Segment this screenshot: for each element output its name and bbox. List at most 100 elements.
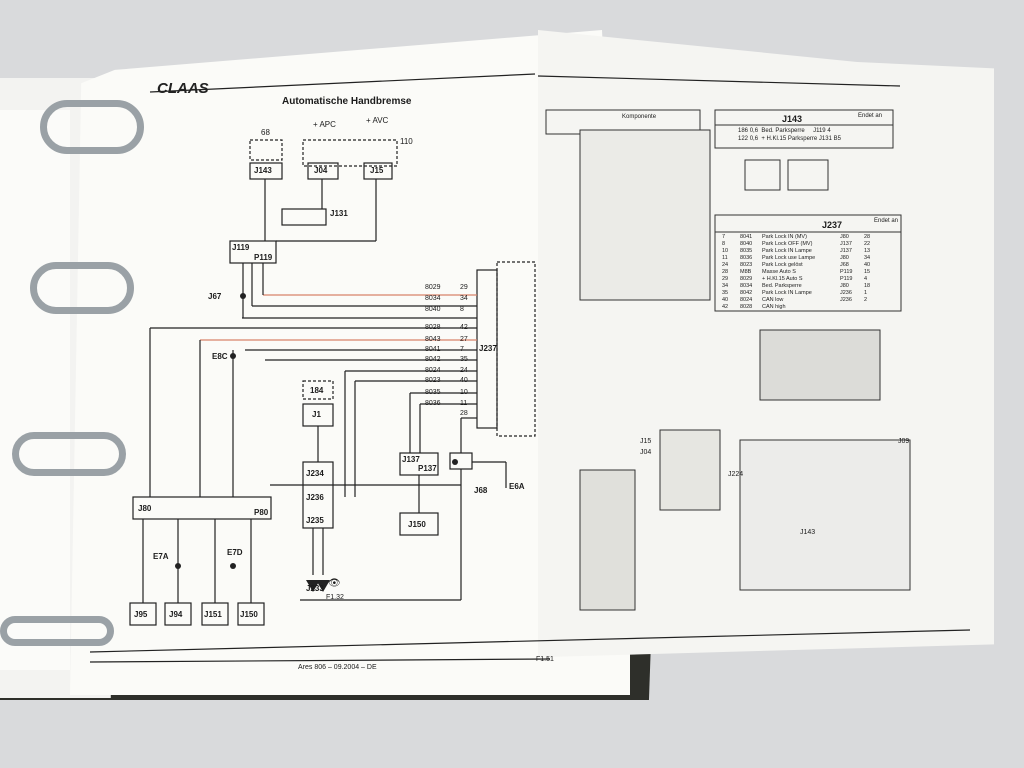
table2-cell: Park Lock IN (MV) [762, 234, 807, 240]
table2-cell: J80 [840, 234, 849, 240]
label-j236: J236 [306, 493, 324, 502]
table2-cell: 1 [864, 290, 868, 296]
label-j80: J80 [138, 504, 152, 513]
table2-cell: 8 [722, 241, 726, 247]
label-j04: J04 [314, 166, 328, 175]
wire-8028: 8028 [425, 324, 441, 331]
pin-34: 34 [460, 295, 468, 302]
label-e8c: E8C [212, 352, 228, 361]
table2-cell: 40 [722, 297, 729, 303]
wire-8040: 8040 [425, 306, 441, 313]
schematic-page [70, 30, 630, 695]
wire-8036: 8036 [425, 400, 441, 407]
table2-cell: J80 [840, 283, 849, 289]
wire-8042: 8042 [425, 356, 441, 363]
table2-cell: Park Lock IN Lampe [762, 290, 812, 296]
table2-cell: 29 [722, 276, 729, 282]
table2-cell: Park Lock IN Lampe [762, 248, 812, 254]
table1-row-2: 122 0,6 + H.Kl.15 Parksperre J131 B5 [738, 136, 841, 142]
table2-cell: 34 [864, 255, 871, 261]
table2-cell: M8B [740, 269, 752, 275]
photo-label-j224: J224 [728, 471, 744, 478]
label-j1: J1 [312, 410, 321, 419]
table2-cell: 8024 [740, 297, 753, 303]
table2-cell: P119 [840, 276, 853, 282]
table2-cell: J137 [840, 241, 852, 247]
table2-cell [864, 304, 878, 311]
label-j131: J131 [330, 209, 348, 218]
wire-8023: 8023 [425, 377, 441, 384]
binder-ring-2 [30, 262, 134, 314]
pin-27: 27 [460, 336, 468, 343]
photo-label-j15: J15 [640, 438, 652, 445]
label-j237: J237 [479, 344, 497, 353]
label-p80: P80 [254, 508, 269, 517]
label-j233: J233 [306, 584, 324, 593]
table2-cell: 11 [722, 255, 728, 261]
table1-row-1: 186 0,6 Bed. Parksperre J119 4 [738, 128, 831, 134]
wire-8029: 8029 [425, 284, 441, 291]
footer-edition: Ares 806 – 09.2004 – DE [298, 664, 377, 671]
table2-endet: Endet an [874, 218, 899, 224]
table2-cell: 7 [722, 234, 726, 240]
table2-cell: 28 [722, 269, 729, 275]
binder-ring-4 [0, 616, 114, 646]
label-j119: J119 [232, 243, 250, 252]
table2-cell: + H.Kl.15 Auto S [762, 276, 803, 282]
label-j68: J68 [474, 486, 488, 495]
label-j67: J67 [208, 292, 222, 301]
label-j15: J15 [370, 166, 384, 175]
label-p137: P137 [418, 464, 437, 473]
table2-cell: 40 [864, 262, 871, 268]
pin-8: 8 [460, 306, 464, 313]
table2-cell: 8029 [740, 276, 753, 282]
table2-cell: Park Lock gelöst [762, 262, 803, 268]
label-j235: J235 [306, 516, 324, 525]
label-apc: + APC [313, 120, 336, 129]
left-page [0, 110, 70, 670]
label-j150b: J150 [240, 610, 258, 619]
table2-cell: 10 [722, 248, 729, 254]
pin-29: 29 [460, 284, 468, 291]
label-f132: F1.32 [326, 594, 344, 601]
table2-cell: Bed. Parksperre [762, 283, 802, 289]
table2-cell [840, 304, 864, 311]
table2-cell: 22 [864, 241, 871, 247]
header-caption: Komponente [622, 114, 657, 120]
label-j137: J137 [402, 455, 420, 464]
label-p119: P119 [254, 253, 273, 262]
table1-title: J143 [782, 114, 803, 124]
label-j151: J151 [204, 610, 222, 619]
table2-cell: 24 [722, 262, 729, 268]
wire-8034: 8034 [425, 295, 441, 302]
eye-icon: 👁 [328, 578, 341, 589]
table2-title: J237 [822, 220, 843, 230]
table1-endet: Endet an [858, 113, 883, 119]
table2-cell: 35 [722, 290, 729, 296]
table2-cell: 8040 [740, 241, 753, 247]
diagram-title: Automatische Handbremse [282, 96, 412, 107]
pin-40: 40 [460, 377, 468, 384]
binder-ring-1 [40, 100, 144, 154]
label-j143: J143 [254, 166, 272, 175]
table2-cell: J68 [840, 262, 849, 268]
table2-cell: 8035 [740, 248, 753, 254]
label-j94: J94 [169, 610, 183, 619]
table2-cell: J236 [840, 290, 852, 296]
table2-cell: 13 [864, 248, 871, 254]
table2-cell: 8028 [740, 304, 753, 310]
table2-cell: Park Lock use Lampe [762, 255, 816, 261]
table2-cell: 15 [864, 269, 871, 275]
table2-cell: 28 [864, 234, 871, 240]
table2-cell: J80 [840, 255, 849, 261]
photo-label-j09: J09 [898, 438, 910, 445]
label-j234: J234 [306, 469, 324, 478]
